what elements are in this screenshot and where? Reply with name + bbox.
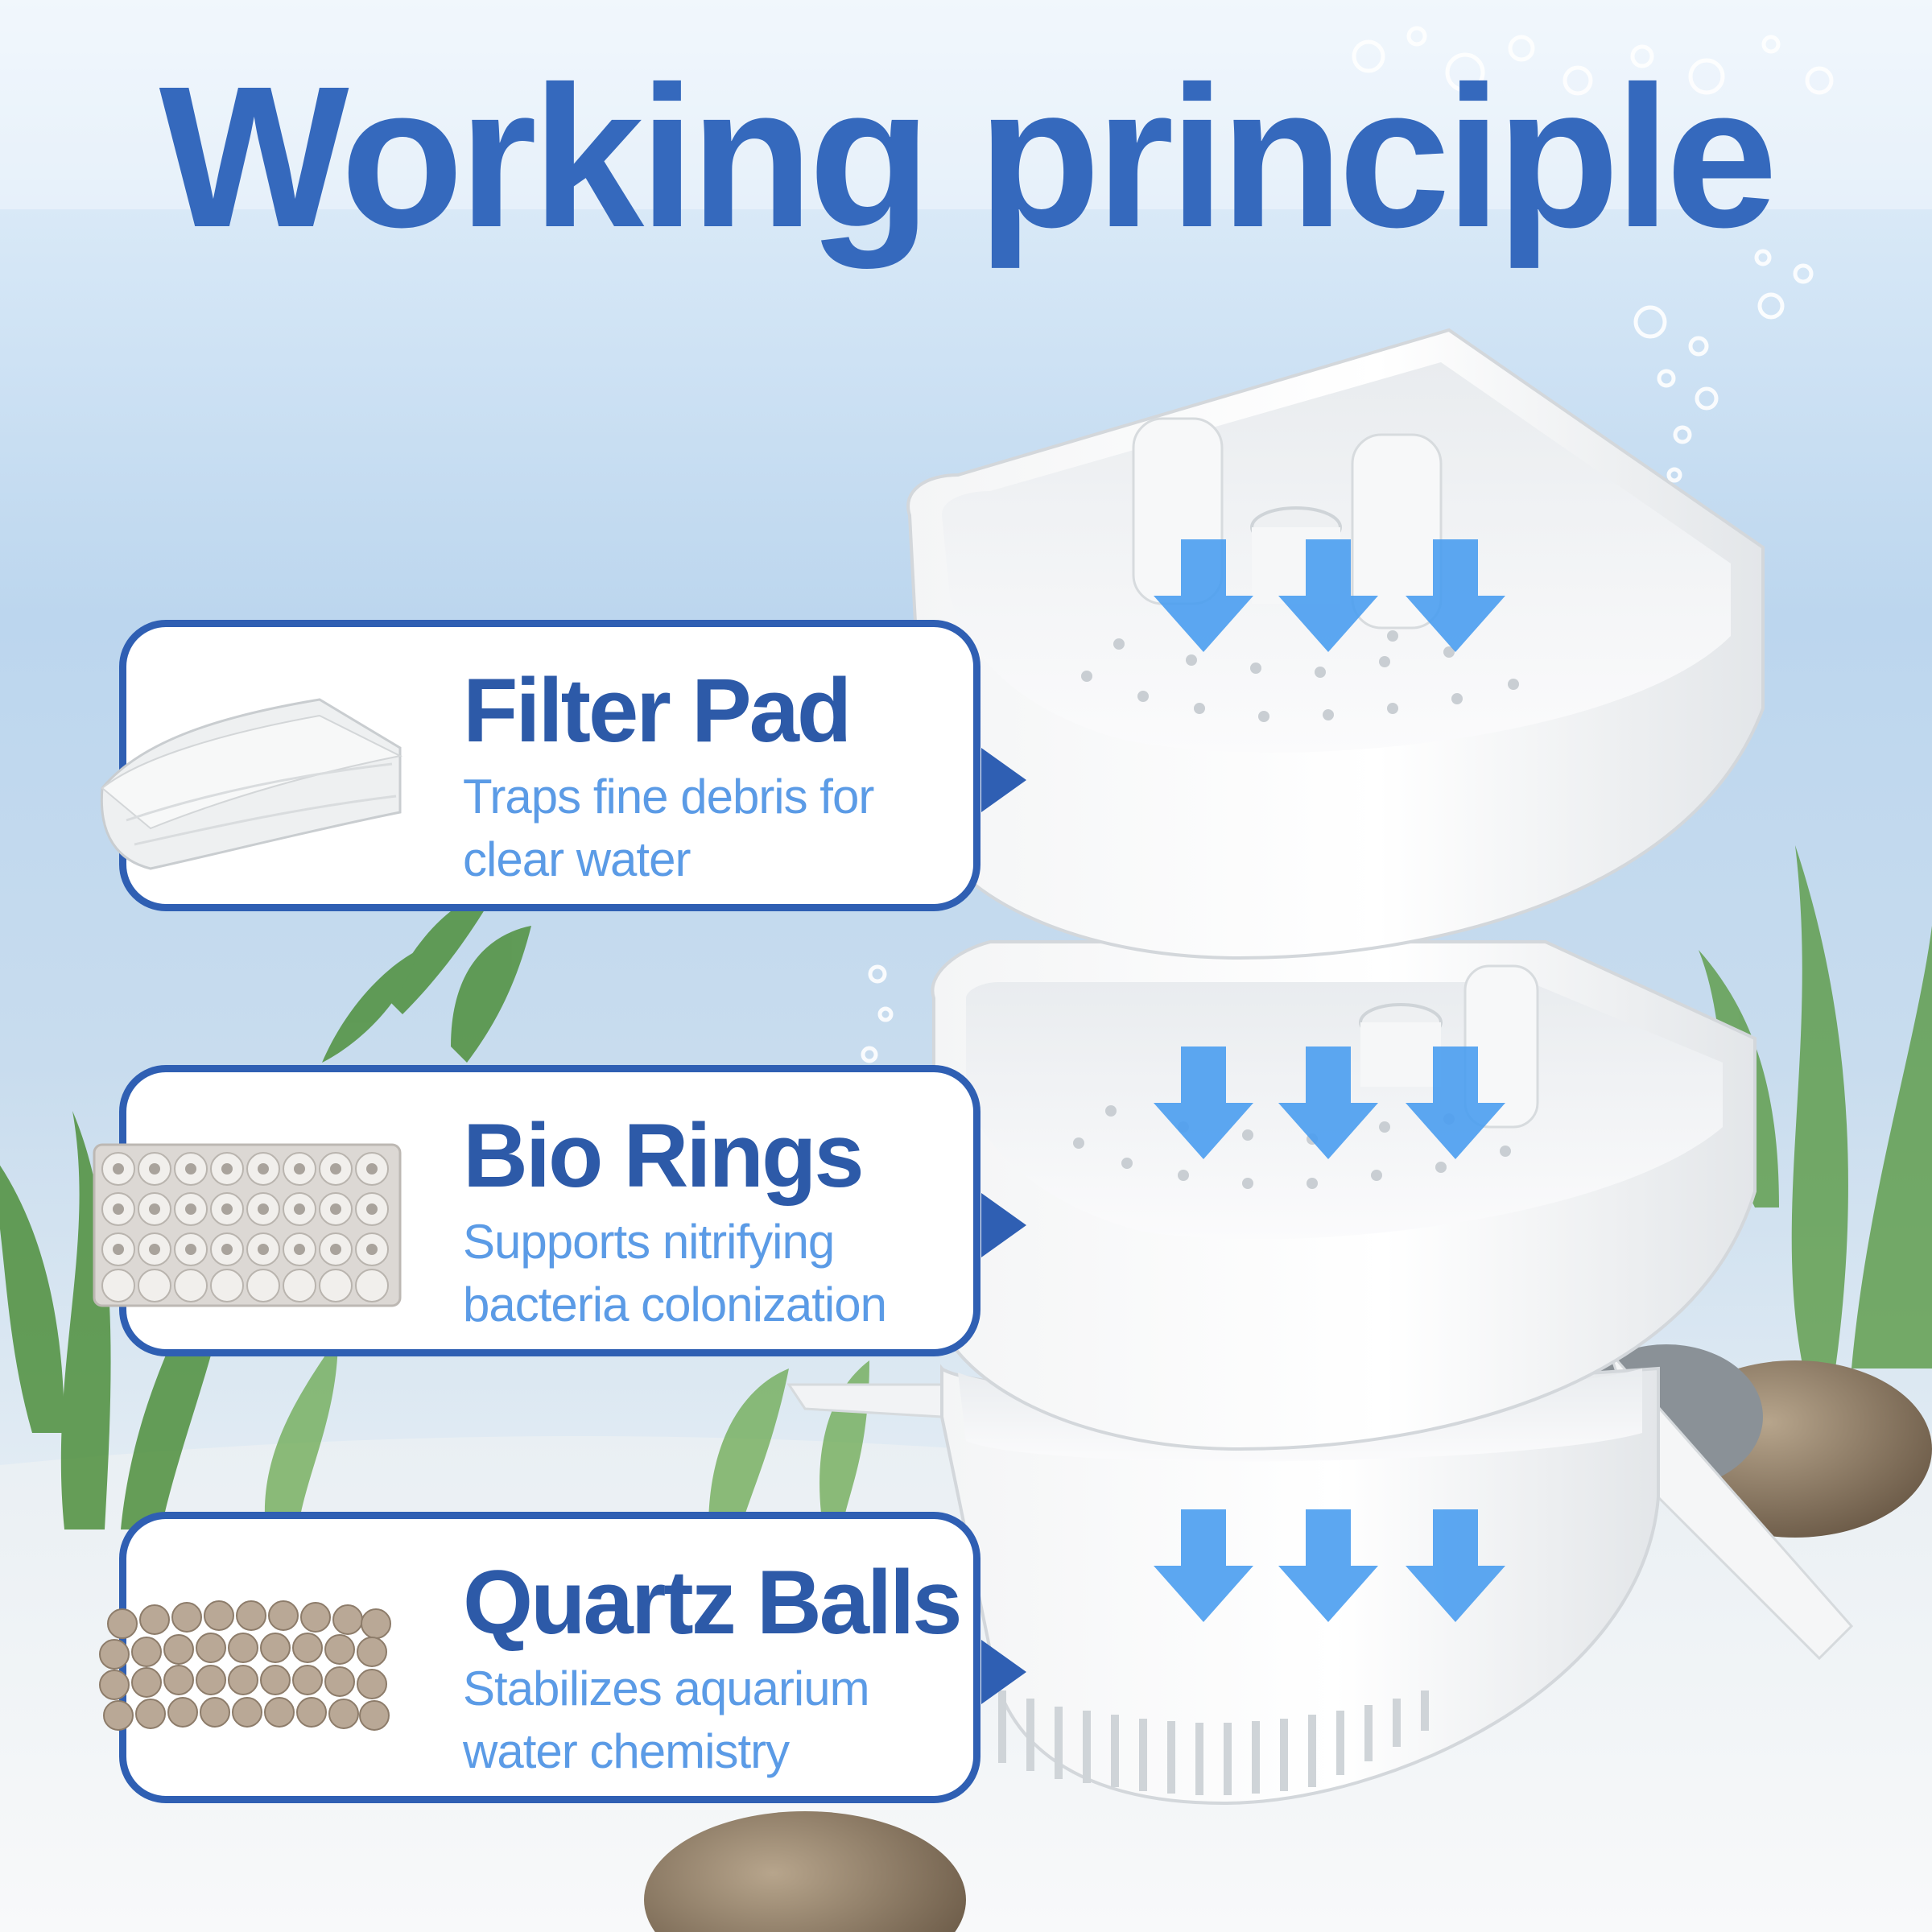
stage-heading: Quartz Balls xyxy=(463,1552,963,1653)
pointer-arrow-icon xyxy=(981,1193,1026,1257)
stage-heading: Bio Rings xyxy=(463,1105,865,1206)
stage-card-bio-rings: Bio Rings Supports nitrifying bacteria c… xyxy=(93,1065,1026,1356)
stage-card-quartz-balls: Quartz Balls Stabilizes aquarium water c… xyxy=(99,1512,1026,1803)
tray-filter-pad xyxy=(906,328,1765,960)
page-title: Working principle xyxy=(159,44,1778,269)
stage-heading: Filter Pad xyxy=(463,660,852,761)
stage-description: Supports nitrifying bacteria colonizatio… xyxy=(463,1215,887,1331)
pointer-arrow-icon xyxy=(981,748,1026,812)
quartz-balls-icon xyxy=(99,1600,391,1731)
folded-towel-icon xyxy=(100,698,403,870)
stage-card-filter-pad: Filter Pad Traps fine debris for clear w… xyxy=(100,620,1026,911)
ceramic-rings-icon xyxy=(93,1143,402,1307)
stage-description: Traps fine debris for clear water xyxy=(463,770,874,886)
stage-description: Stabilizes aquarium water chemistry xyxy=(463,1662,870,1778)
pointer-arrow-icon xyxy=(981,1640,1026,1704)
